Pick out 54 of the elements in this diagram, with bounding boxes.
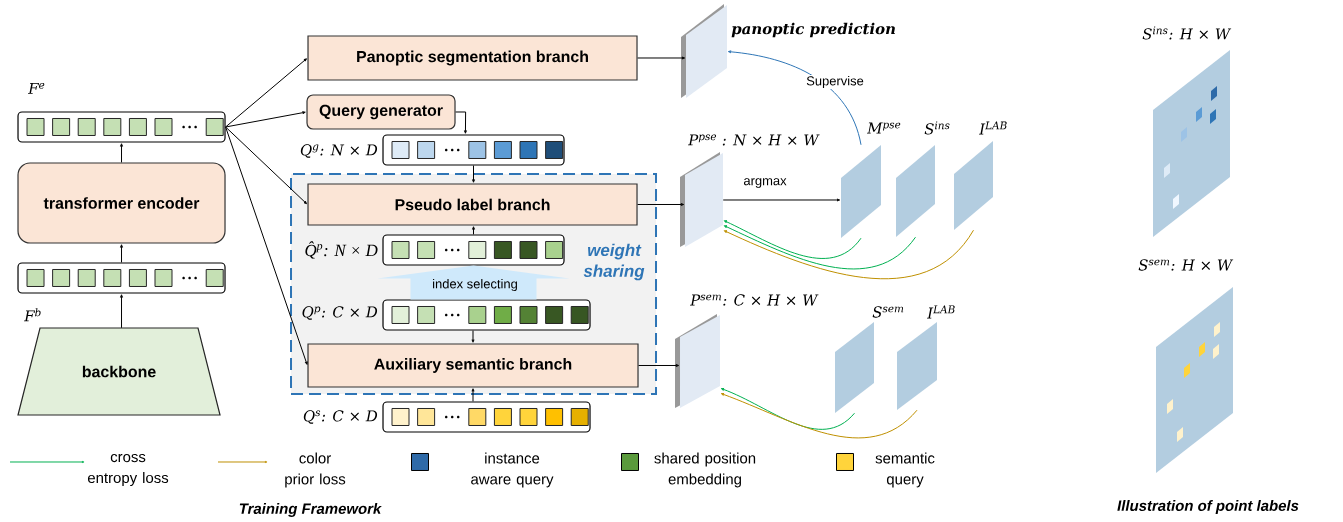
arrow [722, 198, 841, 202]
math-label: I$^{LAB}$ [926, 305, 955, 319]
arrow [471, 330, 475, 343]
arrow [120, 244, 123, 263]
legend-label: semantic query [875, 452, 935, 488]
math-label: F$^{b}$ [24, 308, 41, 322]
caption: Training Framework [239, 503, 382, 517]
math-label: S$^{ins}$: H × W [1142, 26, 1232, 40]
arrow [471, 388, 475, 402]
math-label: Q$^{g}$: N × D [300, 144, 378, 158]
arrow [225, 58, 307, 128]
branch-box: Panoptic segmentation branch [307, 35, 638, 81]
legend-label: cross entropy loss [87, 453, 169, 486]
math-label: S$^{sem}$ [872, 306, 904, 318]
curved-arrow [720, 393, 918, 439]
math-label: P$^{sem}$: C × H × W [690, 294, 819, 306]
math-label: S$^{ins}$ [924, 121, 950, 135]
arrow [637, 56, 686, 60]
branch-box: Pseudo label branch [307, 183, 638, 226]
arrow [455, 111, 467, 134]
curved-arrow [720, 388, 855, 430]
edge-label: argmax [742, 177, 788, 189]
plane-label: panoptic prediction [731, 22, 895, 38]
math-label: Q$^{p}$: C × D [302, 306, 378, 320]
caption: Illustration of point labels [1117, 500, 1299, 514]
legend-label: shared position embedding [654, 452, 756, 488]
arrow [472, 165, 475, 183]
math-label: Q$^{s}$: C × D [303, 410, 378, 424]
curved-arrow [727, 50, 862, 146]
math-label: S$^{sem}$: H × W [1138, 259, 1234, 271]
legend-label: color prior loss [285, 452, 346, 488]
branch-box: Auxiliary semantic branch [307, 343, 639, 388]
edge-label: Supervise [805, 74, 865, 90]
curved-arrow [723, 220, 862, 259]
math-label: P$^{pse}$ : N × H × W [688, 134, 820, 146]
legend-label: instance aware query [471, 452, 554, 488]
math-label: M$^{pse}$ [866, 122, 901, 134]
curved-arrow [723, 229, 974, 280]
math-label: F$^{e}$ [28, 82, 45, 94]
generator-box: Query generator [306, 94, 456, 130]
math-label: I$^{LAB}$ [978, 121, 1007, 135]
trapezoid-block: backbone [17, 327, 221, 416]
encoder-box: transformer encoder [17, 162, 226, 244]
arrow [120, 143, 123, 163]
arrow [638, 364, 680, 367]
arrow [225, 126, 308, 365]
arrow [225, 111, 306, 128]
math-label: Q̂$^{p}$: N × D [305, 241, 378, 259]
arrow [225, 126, 307, 205]
arrow [637, 203, 685, 206]
arrow [472, 226, 475, 235]
region-label: weight sharing [583, 243, 645, 281]
arrow [120, 294, 123, 329]
curved-arrow [723, 225, 916, 270]
